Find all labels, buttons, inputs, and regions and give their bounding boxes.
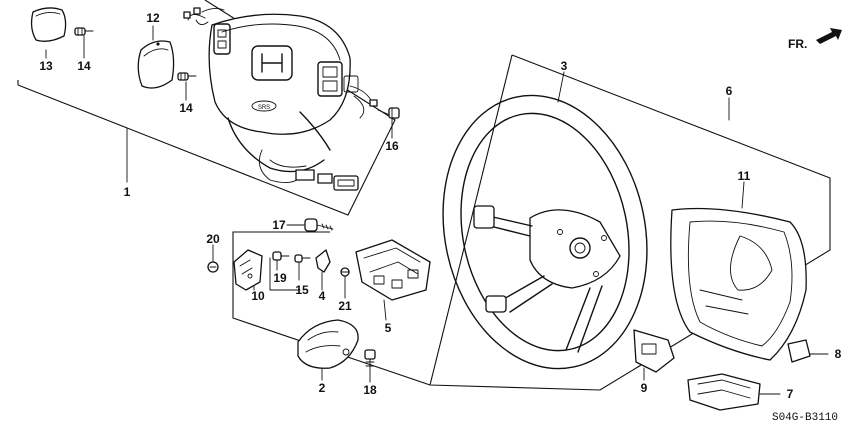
callout-11: 11 xyxy=(738,169,751,183)
part-14-screw-lower xyxy=(177,72,197,81)
callout-10: 10 xyxy=(251,289,265,303)
callout-18: 18 xyxy=(363,383,377,397)
part-2-lower-cover xyxy=(297,319,359,369)
part-11-cover xyxy=(670,207,807,361)
svg-text:SRS: SRS xyxy=(258,105,270,111)
front-direction-arrow-icon xyxy=(816,28,842,44)
part-15-screw xyxy=(294,254,311,263)
part-19-screw xyxy=(272,251,290,261)
part-18-bolt xyxy=(364,349,376,371)
airbag-module: SRS xyxy=(183,7,378,191)
part-4-clip xyxy=(315,249,331,273)
part-10-bracket xyxy=(233,249,263,291)
callout-2: 2 xyxy=(319,381,326,395)
callout-14-lower: 14 xyxy=(179,101,193,115)
part-13-cover-cap xyxy=(30,7,67,42)
part-14-screw-upper xyxy=(74,27,94,36)
callout-7: 7 xyxy=(787,387,794,401)
part-7-lower-cover xyxy=(687,373,761,411)
steering-wheel-frame xyxy=(232,54,831,391)
part-9-trim xyxy=(633,329,675,373)
part-17-bolt xyxy=(304,218,334,232)
callout-21: 21 xyxy=(338,299,352,313)
callout-6: 6 xyxy=(726,84,733,98)
direction-label: FR. xyxy=(788,37,807,51)
part-8-clip xyxy=(787,339,811,363)
part-3-steering-wheel xyxy=(442,94,648,370)
drawing-code: S04G-B3110 xyxy=(772,412,838,424)
part-5-switch-assembly xyxy=(355,239,431,301)
callout-9: 9 xyxy=(641,381,648,395)
leader-lines xyxy=(45,25,829,395)
callout-8: 8 xyxy=(835,347,842,361)
callout-5: 5 xyxy=(385,321,392,335)
part-20-screw xyxy=(207,261,219,273)
callout-13: 13 xyxy=(39,59,53,73)
callout-17: 17 xyxy=(272,218,286,232)
callout-19: 19 xyxy=(273,271,287,285)
callout-16: 16 xyxy=(385,139,399,153)
part-21-screw xyxy=(340,267,350,277)
callout-1: 1 xyxy=(124,185,131,199)
callout-20: 20 xyxy=(206,232,220,246)
callout-15: 15 xyxy=(295,283,309,297)
callout-numbers: 13 14 12 14 1 16 17 20 10 19 15 4 21 5 2… xyxy=(39,11,841,401)
callout-4: 4 xyxy=(319,289,326,303)
part-16-bolt xyxy=(377,107,400,119)
callout-14-upper: 14 xyxy=(77,59,91,73)
callout-12: 12 xyxy=(146,11,160,25)
part-12-side-cap xyxy=(137,40,175,89)
callout-3: 3 xyxy=(561,59,568,73)
